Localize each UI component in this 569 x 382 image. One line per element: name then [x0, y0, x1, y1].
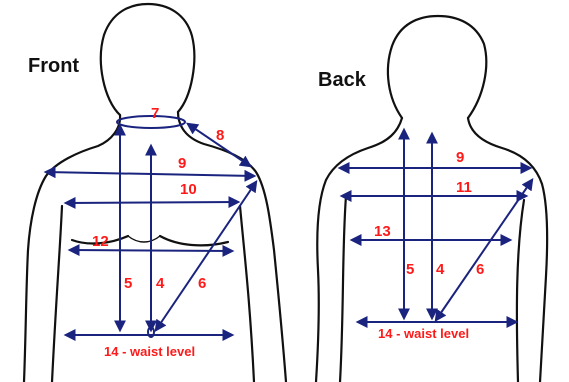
back-head-outline	[388, 16, 486, 118]
back-right-arm-inner	[517, 200, 524, 382]
back-left-arm-inner	[340, 196, 346, 382]
front-right-arm-inner	[240, 206, 254, 382]
back-label-13: 13	[374, 223, 391, 240]
front-label-7: 7	[151, 105, 159, 122]
front-head-outline	[101, 4, 194, 115]
front-label-14: 14 - waist level	[104, 344, 195, 359]
front-label-10: 10	[180, 181, 197, 198]
back-left-outline	[316, 118, 402, 382]
front-label-6: 6	[198, 275, 206, 292]
back-title: Back	[318, 69, 367, 91]
back-label-6: 6	[476, 261, 484, 278]
front-measurements	[46, 116, 256, 337]
front-label-12: 12	[92, 233, 109, 250]
back-label-9: 9	[456, 149, 464, 166]
front-label-4: 4	[156, 275, 165, 292]
back-label-14: 14 - waist level	[378, 326, 469, 341]
front-label-5: 5	[124, 275, 132, 292]
back-label-11: 11	[456, 179, 472, 196]
front-left-arm-inner	[52, 206, 62, 382]
front-label-8: 8	[216, 127, 224, 144]
back-label-4: 4	[436, 261, 445, 278]
back-right-outline	[468, 118, 547, 382]
back-label-5: 5	[406, 261, 414, 278]
front-right-outline	[178, 112, 286, 382]
front-arrow-6	[156, 182, 256, 330]
front-label-9: 9	[178, 155, 186, 172]
back-measurements	[340, 130, 532, 322]
front-title: Front	[28, 55, 79, 77]
front-collar	[128, 236, 160, 242]
